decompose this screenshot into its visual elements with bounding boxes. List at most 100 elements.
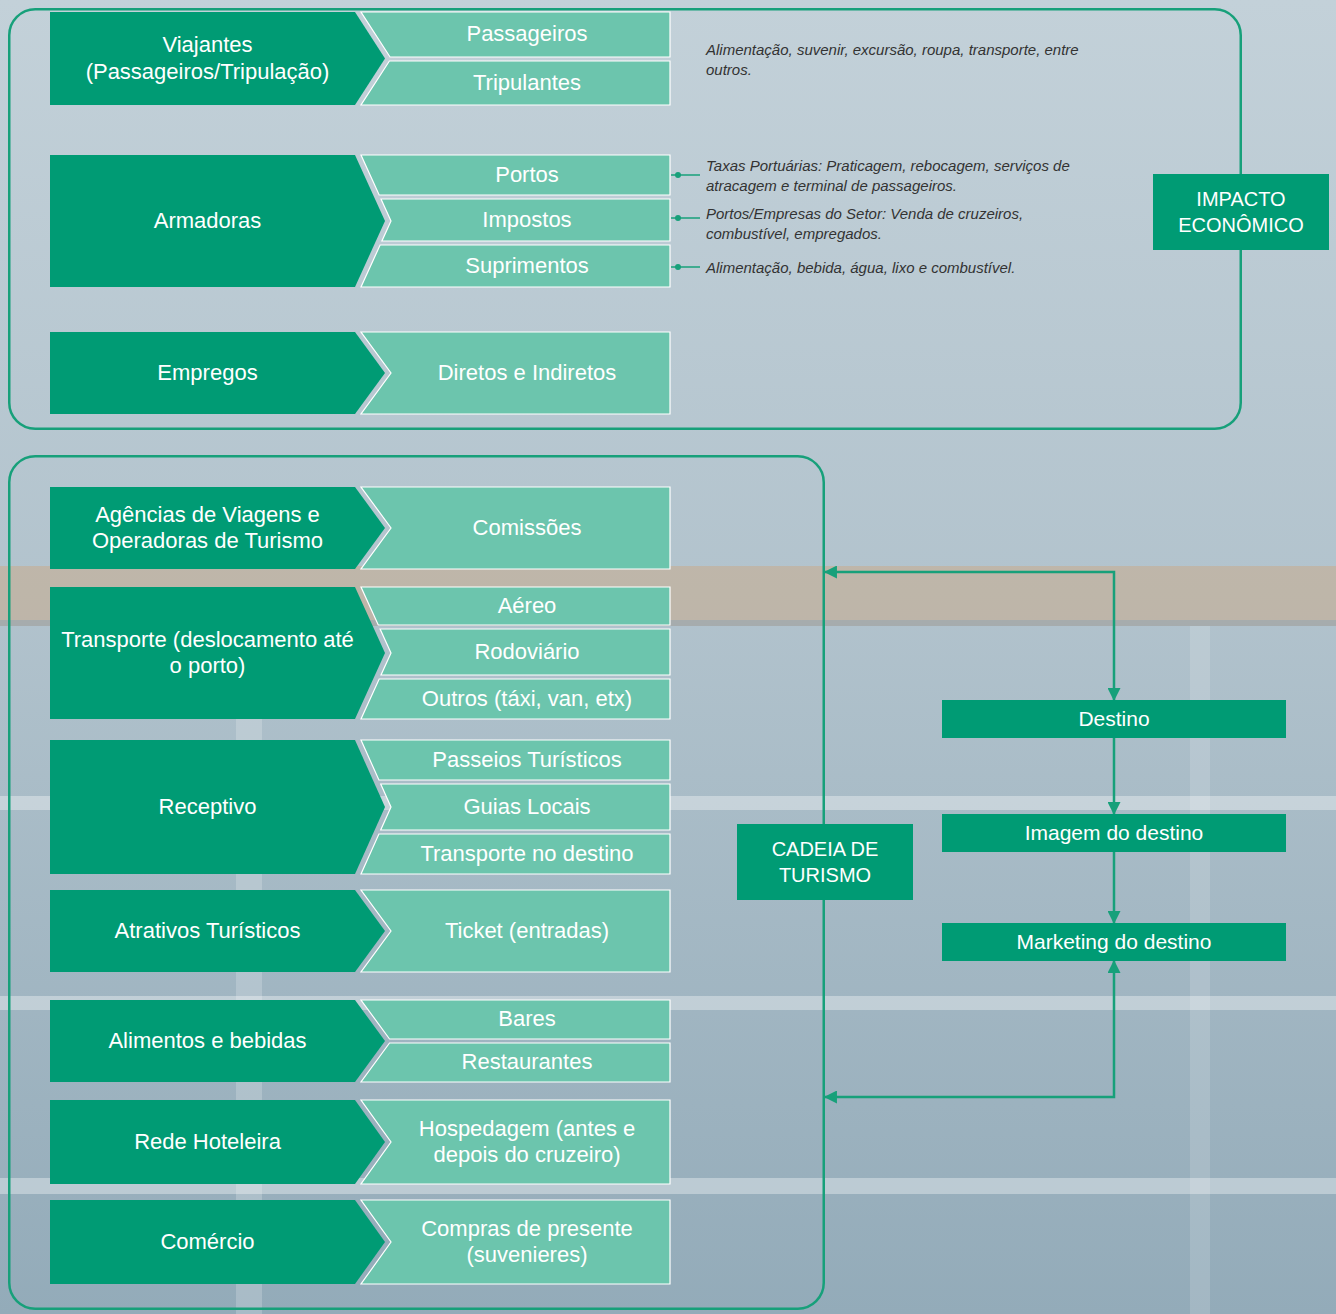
destination-fill — [942, 814, 1286, 852]
category-label: Transporte (deslocamento até o porto) — [60, 627, 355, 680]
item-fill — [380, 629, 670, 675]
connector-arrow — [1113, 852, 1116, 923]
panel-label: CADEIA DE TURISMO — [737, 824, 913, 900]
section-panel: CADEIA DE TURISMOAgências de Viagens e O… — [8, 455, 825, 1310]
connector-arrow — [825, 572, 1114, 700]
item-label: Hospedagem (antes e depois do cruzeiro) — [397, 1116, 657, 1169]
item-fill — [361, 155, 670, 195]
item-fill — [361, 1043, 670, 1082]
leader-dot — [675, 215, 681, 221]
category-label: Viajantes (Passageiros/Tripulação) — [60, 32, 355, 85]
item-label: Compras de presente (suvenieres) — [397, 1216, 657, 1269]
item-label: Ticket (entradas) — [445, 918, 609, 944]
category-label: Comércio — [160, 1229, 254, 1255]
chevron-fill — [50, 587, 385, 719]
leader-lines — [671, 172, 700, 270]
item-box: Portos — [358, 155, 670, 195]
item-box: Ticket (entradas) — [358, 890, 670, 972]
item-label: Passageiros — [466, 21, 587, 47]
item-box: Transporte no destino — [358, 834, 670, 874]
destination-label: Destino — [1078, 706, 1149, 731]
item-fill — [361, 587, 670, 625]
category-chevron: Comércio — [50, 1200, 385, 1284]
destination-label: Imagem do destino — [1025, 820, 1204, 845]
chevron-fill — [50, 890, 385, 972]
category-label: Alimentos e bebidas — [108, 1028, 306, 1054]
item-box: Aéreo — [358, 587, 670, 625]
category-chevron: Viajantes (Passageiros/Tripulação) — [50, 12, 385, 105]
item-fill — [361, 834, 670, 874]
chevron-fill — [50, 1100, 385, 1184]
item-label: Portos — [495, 162, 559, 188]
item-label: Suprimentos — [465, 253, 589, 279]
item-label: Aéreo — [498, 593, 557, 619]
chevron-fill — [50, 12, 385, 105]
chevron-fill — [50, 740, 385, 874]
item-box: Passeios Turísticos — [358, 740, 670, 780]
item-fill — [361, 12, 670, 57]
destination-box: Destino — [942, 700, 1286, 738]
item-box: Guias Locais — [358, 784, 670, 830]
item-fill — [361, 61, 670, 105]
item-label: Restaurantes — [462, 1049, 593, 1075]
note-text: Portos/Empresas do Setor: Venda de cruze… — [706, 204, 1106, 243]
note-text: Alimentação, suvenir, excursão, roupa, t… — [706, 40, 1106, 79]
item-box: Restaurantes — [358, 1043, 670, 1082]
item-label: Comissões — [473, 515, 582, 541]
item-box: Comissões — [358, 487, 670, 569]
item-fill — [361, 1200, 670, 1284]
item-label: Transporte no destino — [420, 841, 633, 867]
item-box: Compras de presente (suvenieres) — [358, 1200, 670, 1284]
item-fill — [361, 740, 670, 780]
item-label: Outros (táxi, van, etx) — [422, 686, 632, 712]
item-fill — [361, 1000, 670, 1039]
category-label: Receptivo — [159, 794, 257, 820]
item-fill — [361, 245, 670, 287]
panel-outline — [9, 9, 1241, 429]
panel-label: IMPACTO ECONÔMICO — [1153, 174, 1329, 250]
category-chevron: Armadoras — [50, 155, 385, 287]
item-box: Impostos — [358, 199, 670, 241]
item-box: Passageiros — [358, 12, 670, 57]
panel-outline — [9, 456, 824, 1309]
destination-box: Marketing do destino — [942, 923, 1286, 961]
category-label: Rede Hoteleira — [134, 1129, 281, 1155]
item-label: Diretos e Indiretos — [438, 360, 617, 386]
category-label: Agências de Viagens e Operadoras de Turi… — [60, 502, 355, 555]
destination-fill — [942, 923, 1286, 961]
item-fill — [361, 890, 670, 972]
item-fill — [381, 199, 670, 241]
category-chevron: Agências de Viagens e Operadoras de Turi… — [50, 487, 385, 569]
item-fill — [361, 679, 670, 719]
destination-box: Imagem do destino — [942, 814, 1286, 852]
item-box: Outros (táxi, van, etx) — [358, 679, 670, 719]
destination-label: Marketing do destino — [1017, 929, 1212, 954]
item-label: Rodoviário — [474, 639, 579, 665]
item-fill — [361, 1100, 670, 1184]
item-fill — [361, 332, 670, 414]
leader-dot — [675, 264, 681, 270]
item-label: Bares — [498, 1006, 555, 1032]
item-box: Hospedagem (antes e depois do cruzeiro) — [358, 1100, 670, 1184]
chevron-fill — [50, 1200, 385, 1284]
note-text: Taxas Portuárias: Praticagem, rebocagem,… — [706, 156, 1106, 195]
chevron-fill — [50, 487, 385, 569]
item-box: Diretos e Indiretos — [358, 332, 670, 414]
item-label: Passeios Turísticos — [432, 747, 622, 773]
category-chevron: Atrativos Turísticos — [50, 890, 385, 972]
section-panel: IMPACTO ECONÔMICOViajantes (Passageiros/… — [8, 8, 1242, 430]
category-chevron: Receptivo — [50, 740, 385, 874]
category-chevron: Rede Hoteleira — [50, 1100, 385, 1184]
note-text: Alimentação, bebida, água, lixo e combus… — [706, 258, 1106, 278]
category-chevron: Alimentos e bebidas — [50, 1000, 385, 1082]
category-label: Empregos — [157, 360, 257, 386]
connector-arrow — [1113, 738, 1116, 814]
item-box: Suprimentos — [358, 245, 670, 287]
connector-arrow — [825, 961, 1114, 1097]
item-box: Tripulantes — [358, 61, 670, 105]
item-box: Rodoviário — [358, 629, 670, 675]
item-fill — [381, 784, 670, 830]
category-chevron: Empregos — [50, 332, 385, 414]
